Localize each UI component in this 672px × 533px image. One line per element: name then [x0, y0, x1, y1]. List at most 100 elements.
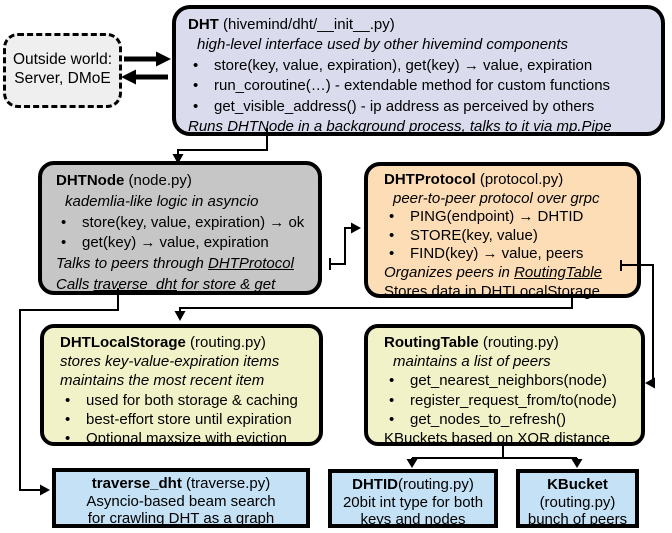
text-segment: DHTProtocol [208, 255, 294, 273]
text-line: •used for both storage & caching [60, 391, 315, 410]
text-segment: traverse_dht [91, 475, 182, 492]
text-segment: (hivemind/dht/__init__.py) [218, 16, 395, 33]
bullet-marker: • [65, 430, 71, 448]
text-line: •FIND(key) → value, peers [384, 245, 633, 264]
text-segment: DHTID [352, 476, 398, 493]
text-line: • PING(endpoint) → DHTID [384, 208, 633, 227]
text-line: Outside world: [6, 50, 119, 69]
text-segment: maintains a list of peers [393, 353, 551, 371]
text-line: for crawling DHT as a graph [56, 510, 306, 528]
text-line: DHTNode (node.py) [56, 171, 314, 192]
text-line: (routing.py) [520, 494, 635, 512]
text-line: Asyncio-based beam search [56, 493, 306, 511]
text-segment: Stores data in DHT [384, 282, 512, 300]
text-segment: (protocol.py) [475, 171, 564, 188]
text-line: Runs DHTNode in a background process, ta… [188, 117, 655, 137]
text-segment: peer-to-peer protocol over grpc [393, 189, 600, 207]
connector-routingtable-to-children [406, 445, 583, 468]
text-segment: DHTNode [227, 118, 299, 136]
text-segment: high-level interface used by other hivem… [197, 36, 569, 54]
text-segment: (routing.py) [539, 493, 616, 511]
bullet-marker: • [389, 245, 395, 263]
text-line: •store(key, value, expiration), get(key)… [188, 56, 655, 76]
text-segment: bunch of peers [527, 511, 628, 529]
text-line: DHTID(routing.py) [332, 476, 494, 494]
text-segment: Organizes peers in [384, 263, 515, 281]
bullet-marker: • [61, 234, 67, 252]
text-line: •run_coroutine(…) - extendable method fo… [188, 76, 655, 96]
text-segment: Talks to peers through [56, 255, 209, 273]
text-segment: DHTNode [56, 172, 125, 189]
text-line: DHTLocalStorage (routing.py) [60, 333, 315, 352]
text-segment: PING(endpoint) → DHTID [410, 208, 584, 226]
text-segment: Optional maxsize with eviction [86, 430, 287, 448]
text-line: • get_nodes_to_refresh() [384, 410, 637, 429]
traverse-dht-box: traverse_dht (traverse.py)Asyncio-based … [52, 468, 310, 528]
text-line: •get_nearest_neighbors(node) [384, 371, 637, 390]
dhtid-box: DHTID(routing.py)20bit int type for both… [328, 469, 498, 528]
text-segment: best-effort store until expiration [86, 410, 292, 428]
text-line: DHT (hivemind/dht/__init__.py) [188, 15, 655, 35]
text-line: •best-effort store until expiration [60, 410, 315, 429]
bullet-marker: • [193, 77, 199, 95]
text-segment: LocalStorage [511, 282, 600, 300]
text-segment: in a background process, talks to it via… [298, 118, 612, 136]
text-segment: keys and nodes [360, 511, 466, 529]
text-line: KBuckets based on XOR distance [384, 429, 637, 448]
text-line: Organizes peers in RoutingTable [384, 264, 633, 283]
text-line: Server, DMoE [6, 69, 119, 88]
text-line: 20bit int type for both [332, 494, 494, 512]
text-segment: KBuckets based on XOR distance [384, 430, 610, 448]
text-line: RoutingTable (routing.py) [384, 333, 637, 352]
text-line: stores key-value-expiration items [60, 352, 315, 371]
text-segment: STORE(key, value) [410, 226, 538, 244]
kbucket-box: KBucket(routing.py)bunch of peers [516, 469, 639, 528]
text-segment: DHTProtocol [384, 171, 476, 188]
arrow-outside-to-dht [124, 51, 171, 67]
text-line: • store(key, value, expiration) → ok [56, 213, 314, 234]
bullet-marker: • [61, 213, 67, 231]
text-segment: (routing.py) [185, 334, 266, 351]
text-segment: store(key, value, expiration) → ok [82, 213, 305, 231]
text-segment: KBucket [547, 476, 608, 493]
dhtnode-box: DHTNode (node.py)kademlia-like logic in … [38, 161, 322, 295]
text-line: keys and nodes [332, 511, 494, 529]
text-segment: DHT [188, 16, 219, 33]
connector-dhtnode-to-dhtprotocol [329, 222, 361, 270]
bullet-marker: • [193, 97, 199, 115]
text-segment: 20bit int type for both [342, 493, 484, 511]
dht-box: DHT (hivemind/dht/__init__.py)high-level… [172, 5, 665, 136]
routingtable-box: RoutingTable (routing.py)maintains a lis… [364, 324, 645, 448]
text-line: •get(key) → value, expiration [56, 233, 314, 254]
text-segment: get_nodes_to_refresh() [410, 410, 566, 428]
text-line: maintains the most recent item [60, 371, 315, 390]
text-line: maintains a list of peers [384, 352, 637, 371]
text-segment: register_request_from/to(node) [410, 391, 617, 409]
bullet-marker: • [193, 56, 199, 74]
text-line: KBucket [520, 476, 635, 494]
text-segment: maintains the most recent item [60, 372, 265, 390]
text-segment: for store & get [176, 275, 276, 293]
bullet-marker: • [389, 391, 395, 409]
text-segment: (routing.py) [397, 476, 474, 493]
text-line: DHTProtocol (protocol.py) [384, 171, 633, 190]
text-line: • Optional maxsize with eviction [60, 429, 315, 448]
text-segment: used for both storage & caching [86, 391, 298, 409]
text-segment: stores key-value-expiration items [60, 353, 280, 371]
text-segment: Outside world: [12, 51, 113, 68]
text-line: bunch of peers [520, 511, 635, 529]
text-segment: for crawling DHT as a graph [87, 510, 275, 528]
bullet-marker: • [389, 208, 395, 226]
text-segment: get_nearest_neighbors(node) [410, 372, 607, 390]
text-line: Talks to peers through DHTProtocol [56, 254, 314, 275]
text-line: peer-to-peer protocol over grpc [384, 190, 633, 209]
bullet-marker: • [389, 410, 395, 428]
arrow-dht-to-outside [121, 69, 168, 85]
text-line: Calls traverse_dht for store & get [56, 275, 314, 296]
text-line: •get_visible_address() - ip address as p… [188, 97, 655, 117]
text-segment: traverse_dht [93, 275, 177, 293]
text-line: • register_request_from/to(node) [384, 391, 637, 410]
text-segment: (routing.py) [478, 334, 559, 351]
text-segment: RoutingTable [384, 334, 479, 351]
